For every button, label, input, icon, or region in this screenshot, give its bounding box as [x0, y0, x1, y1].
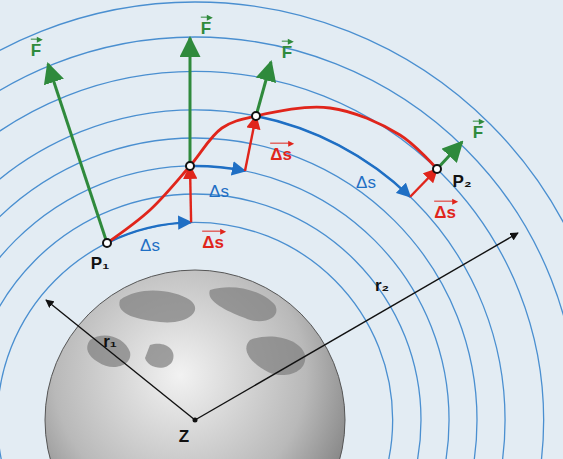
point-label: P₂: [451, 173, 474, 192]
force-arrow: [48, 64, 107, 243]
force-label: F: [29, 36, 43, 61]
path-point: [103, 239, 111, 247]
radius-arrow: [46, 300, 195, 420]
radial-step-label: Δs: [200, 228, 226, 253]
land-mass: [119, 291, 195, 323]
land-mass: [145, 344, 173, 368]
arc-step-label: Δs: [354, 174, 378, 193]
force-label: F: [280, 38, 294, 63]
earth-globe: [45, 270, 345, 459]
path-point: [252, 112, 260, 120]
path-point: [186, 162, 194, 170]
arc-step-label: Δs: [207, 183, 231, 202]
path-point: [433, 165, 441, 173]
earth-disc: [45, 270, 345, 459]
radial-step-label: Δs: [268, 140, 294, 165]
land-mass: [246, 336, 305, 375]
force-arrow: [189, 38, 192, 166]
point-label: P₁: [89, 255, 111, 274]
radial-step: [190, 166, 191, 222]
force-arrow: [256, 62, 271, 116]
radius-arrow: [195, 233, 518, 420]
tangential-step: [190, 166, 245, 171]
orbit-circle: [0, 71, 544, 459]
land-mass: [209, 287, 276, 321]
radial-step-label: Δs: [432, 198, 458, 223]
orbit-circle: [0, 222, 393, 459]
force-label: F: [471, 118, 485, 143]
orbit-circle: [0, 37, 563, 459]
center-label: Z: [177, 428, 191, 447]
vectors: [46, 38, 518, 420]
radial-step: [410, 169, 437, 197]
arc-step-label: Δs: [138, 237, 162, 256]
radius-label: r₁: [101, 333, 119, 352]
path-curve: [107, 107, 437, 243]
force-arrow: [437, 142, 462, 169]
radius-label: r₂: [373, 277, 391, 296]
force-label: F: [199, 14, 213, 39]
radial-step: [245, 116, 256, 171]
